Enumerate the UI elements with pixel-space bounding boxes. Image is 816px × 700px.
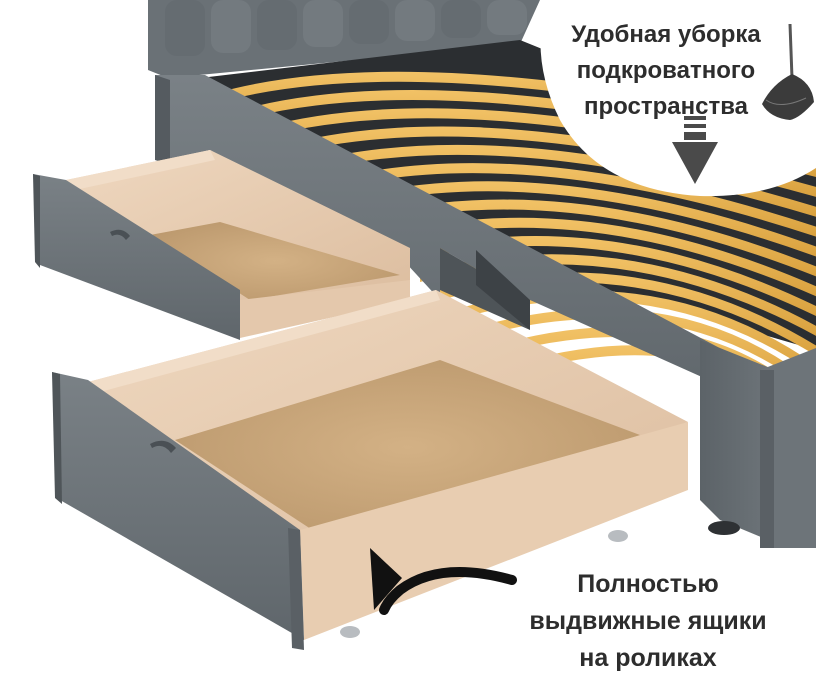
headboard-panel [211, 0, 251, 53]
slat [380, 217, 816, 297]
down-arrow-icon [672, 116, 718, 184]
slat [400, 236, 816, 317]
slat [320, 163, 816, 237]
bottom-caption-line-2: выдвижные ящики [529, 607, 767, 635]
headboard-panel [257, 0, 297, 50]
slat [460, 290, 816, 376]
drawer-back [33, 150, 410, 340]
top-caption: Удобная уборка подкроватного пространств… [548, 17, 784, 125]
slat [340, 181, 816, 257]
slat [440, 272, 816, 356]
headboard-panel [395, 0, 435, 41]
bottom-caption: Полностью выдвижные ящики на роликах [498, 566, 798, 677]
slat [360, 199, 816, 277]
headboard-panel [349, 0, 389, 44]
bottom-caption-line-3: на роликах [579, 644, 717, 672]
bottom-caption-line-1: Полностью [577, 570, 719, 598]
top-caption-line-1: Удобная уборка [571, 21, 761, 48]
caption-bubble [540, 0, 816, 197]
top-caption-line-3: пространства [584, 93, 748, 120]
headboard-panel [441, 0, 481, 38]
bed-frame [155, 75, 816, 548]
headboard-panel [487, 0, 527, 35]
slat [420, 254, 816, 336]
headboard-panel [165, 0, 205, 56]
curved-arrow-icon [370, 548, 517, 615]
headboard-panel [303, 0, 343, 47]
bed-foot [708, 521, 740, 535]
feather-duster-icon [762, 23, 814, 120]
top-caption-line-2: подкроватного [576, 57, 756, 84]
drawer-front [52, 290, 688, 650]
headboard [148, 0, 540, 78]
